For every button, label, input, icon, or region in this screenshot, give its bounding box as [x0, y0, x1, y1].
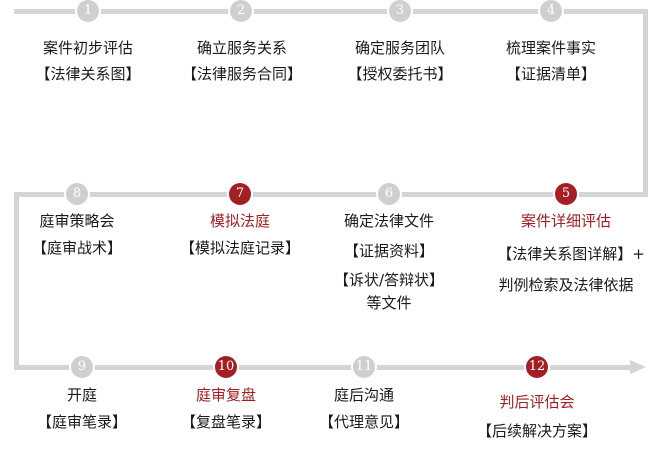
flow-line-bottom [14, 365, 630, 370]
step-7-title: 模拟法庭 [209, 212, 270, 230]
step-5-number: 5 [555, 183, 577, 205]
step-3-number: 3 [389, 0, 411, 22]
step-3-item-1: 【授权委托书】 [347, 65, 453, 83]
step-11-number: 11 [353, 356, 375, 378]
step-1-title: 案件初步评估 [42, 39, 133, 57]
step-8-title: 庭审策略会 [39, 212, 115, 230]
step-3-title: 确定服务团队 [354, 39, 445, 57]
step-9-item-1: 【庭审笔录】 [36, 413, 127, 431]
step-11-title: 庭后沟通 [333, 386, 394, 404]
step-5-title: 案件详细评估 [520, 212, 611, 230]
step-2-item-1: 【法律服务合同】 [181, 65, 302, 83]
step-9-title: 开庭 [66, 386, 97, 404]
step-4-title: 梳理案件事实 [505, 39, 596, 57]
step-12-item-1: 【后续解决方案】 [476, 422, 597, 440]
step-6-number: 6 [378, 183, 400, 205]
flow-arrowhead [630, 360, 646, 374]
step-10-number: 10 [215, 356, 237, 378]
step-6-item-1: 【证据资料】 [343, 242, 434, 260]
flow-line-right-vertical [643, 9, 648, 197]
step-5-item-1: 【法律关系图详解】+ [497, 245, 645, 263]
step-7-number: 7 [229, 183, 251, 205]
step-1-number: 1 [77, 0, 99, 22]
step-10-title: 庭审复盘 [195, 386, 256, 404]
flow-line-top [14, 9, 648, 14]
step-4-item-1: 【证据清单】 [505, 65, 596, 83]
step-11-item-1: 【代理意见】 [318, 413, 409, 431]
step-2-number: 2 [230, 0, 252, 22]
step-12-number: 12 [526, 356, 548, 378]
step-12-title: 判后评估会 [499, 393, 575, 411]
step-4-number: 4 [540, 0, 562, 22]
flow-line-middle [14, 192, 648, 197]
step-8-number: 8 [66, 183, 88, 205]
step-6-title: 确定法律文件 [343, 212, 434, 230]
step-9-number: 9 [71, 356, 93, 378]
step-1-item-1: 【法律关系图】 [35, 65, 141, 83]
step-8-item-1: 【庭审战术】 [31, 239, 122, 257]
step-2-title: 确立服务关系 [196, 39, 287, 57]
step-7-item-1: 【模拟法庭记录】 [179, 239, 300, 257]
step-10-item-1: 【复盘笔录】 [180, 413, 271, 431]
step-6-item-2: 【诉状/答辩状】 [333, 271, 445, 289]
step-5-item-2: 判例检索及法律依据 [498, 276, 634, 294]
step-6-item-3: 等文件 [366, 294, 412, 312]
flow-line-left-vertical [14, 192, 19, 370]
